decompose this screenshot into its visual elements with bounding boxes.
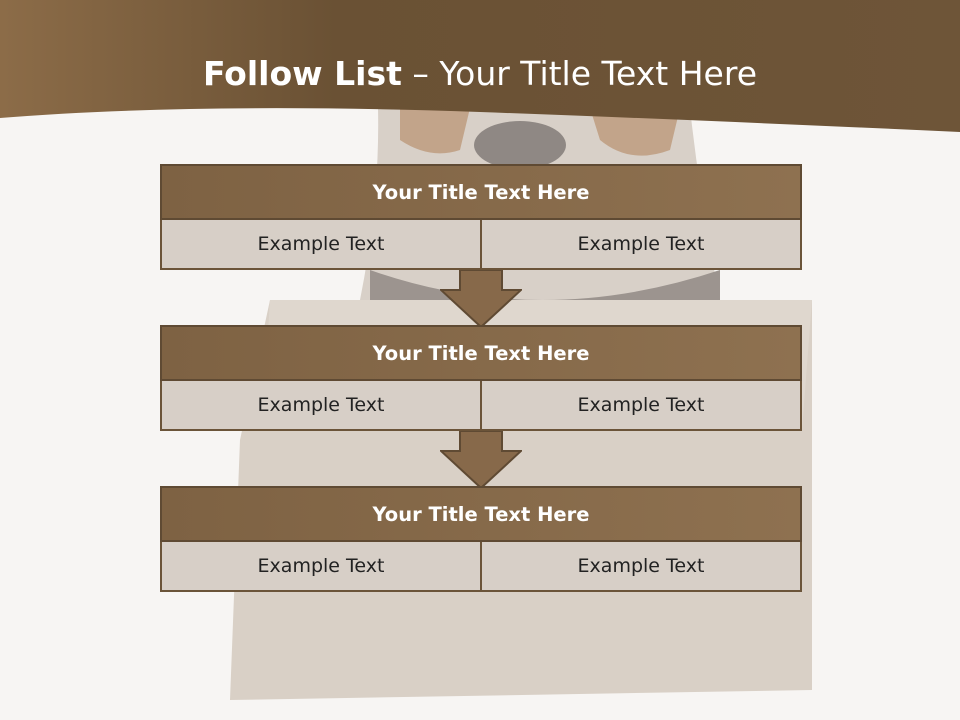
block-cell-right: Example Text	[482, 542, 802, 592]
down-arrow-icon	[440, 270, 522, 328]
block-cell-right: Example Text	[482, 220, 802, 270]
block-cell-left: Example Text	[160, 542, 482, 592]
block-heading: Your Title Text Here	[160, 164, 802, 220]
title-rest: Your Title Text Here	[439, 54, 758, 93]
block-heading: Your Title Text Here	[160, 325, 802, 381]
list-block-2: Your Title Text Here Example Text Exampl…	[160, 325, 802, 431]
title-separator: –	[401, 54, 440, 93]
list-block-3: Your Title Text Here Example Text Exampl…	[160, 486, 802, 592]
block-row: Example Text Example Text	[160, 220, 802, 270]
block-row: Example Text Example Text	[160, 542, 802, 592]
block-row: Example Text Example Text	[160, 381, 802, 431]
block-cell-left: Example Text	[160, 381, 482, 431]
block-cell-left: Example Text	[160, 220, 482, 270]
slide-title: Follow List – Your Title Text Here	[0, 54, 960, 93]
title-bold: Follow List	[202, 54, 402, 93]
block-cell-right: Example Text	[482, 381, 802, 431]
list-block-1: Your Title Text Here Example Text Exampl…	[160, 164, 802, 270]
down-arrow-icon	[440, 431, 522, 489]
block-heading: Your Title Text Here	[160, 486, 802, 542]
